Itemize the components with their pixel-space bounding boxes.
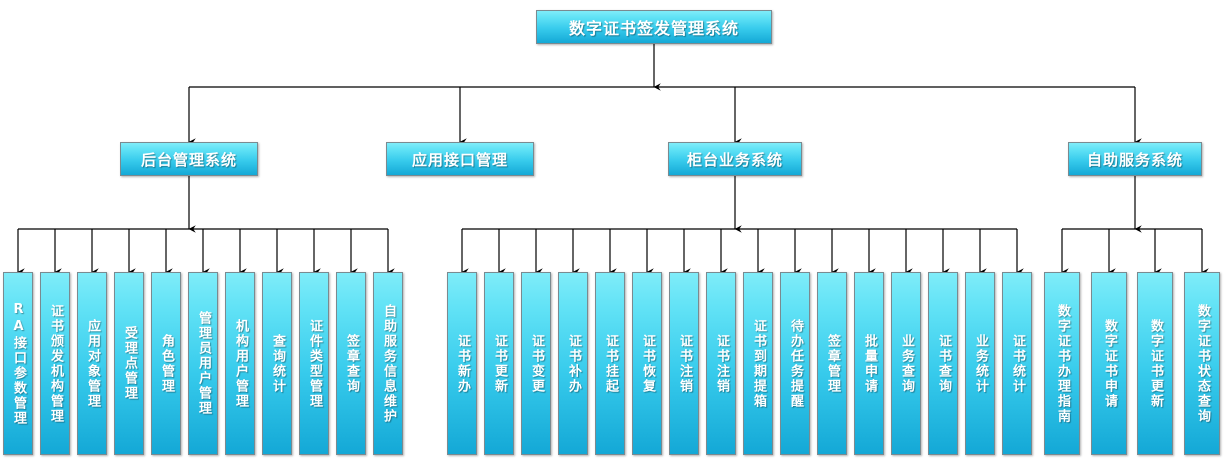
- leaf-node-backend-2-label: 应用对象管理: [85, 318, 100, 409]
- leaf-node-counter-14[interactable]: 业务统计: [965, 272, 995, 455]
- leaf-node-counter-9-label: 待办任务提醒: [788, 318, 803, 409]
- leaf-node-backend-1[interactable]: 证书颁发机构管理: [40, 272, 70, 455]
- leaf-node-selfservice-3-label: 数字证书状态查询: [1195, 303, 1210, 424]
- leaf-node-counter-0-label: 证书新办: [455, 333, 470, 394]
- leaf-node-counter-12[interactable]: 业务查询: [891, 272, 921, 455]
- leaf-node-backend-1-label: 证书颁发机构管理: [48, 303, 63, 424]
- leaf-node-backend-7[interactable]: 查询统计: [262, 272, 292, 455]
- branch-node-api-label: 应用接口管理: [411, 150, 508, 169]
- root-node-label: 数字证书签发管理系统: [568, 19, 739, 38]
- leaf-node-backend-9[interactable]: 签章查询: [336, 272, 366, 455]
- leaf-node-backend-4-label: 角色管理: [159, 333, 174, 394]
- leaf-node-selfservice-1-label: 数字证书申请: [1102, 318, 1117, 409]
- leaf-node-counter-13-label: 证书查询: [936, 333, 951, 394]
- leaf-node-counter-8-label: 证书到期提箱: [751, 318, 766, 409]
- leaf-node-backend-7-label: 查询统计: [270, 333, 285, 394]
- leaf-node-counter-3-label: 证书补办: [566, 333, 581, 394]
- leaf-node-backend-8[interactable]: 证件类型管理: [299, 272, 329, 455]
- branch-node-selfservice[interactable]: 自助服务系统: [1068, 142, 1202, 176]
- leaf-node-backend-5[interactable]: 管理员用户管理: [188, 272, 218, 455]
- leaf-node-backend-3[interactable]: 受理点管理: [114, 272, 144, 455]
- leaf-node-counter-9[interactable]: 待办任务提醒: [780, 272, 810, 455]
- branch-node-counter-label: 柜台业务系统: [686, 150, 783, 169]
- leaf-node-backend-10[interactable]: 自助服务信息维护: [373, 272, 403, 455]
- leaf-node-backend-8-label: 证件类型管理: [307, 318, 322, 409]
- leaf-node-counter-7-label: 证书注销: [714, 333, 729, 394]
- leaf-node-counter-3[interactable]: 证书补办: [558, 272, 588, 455]
- leaf-node-counter-10[interactable]: 签章管理: [817, 272, 847, 455]
- leaf-node-counter-6-label: 证书注销: [677, 333, 692, 394]
- leaf-node-selfservice-3[interactable]: 数字证书状态查询: [1184, 272, 1220, 455]
- leaf-node-backend-9-label: 签章查询: [344, 333, 359, 394]
- leaf-node-selfservice-0-label: 数字证书办理指南: [1055, 303, 1070, 424]
- leaf-node-counter-5[interactable]: 证书恢复: [632, 272, 662, 455]
- leaf-node-backend-4[interactable]: 角色管理: [151, 272, 181, 455]
- leaf-node-counter-11-label: 批量申请: [862, 333, 877, 394]
- leaf-node-selfservice-2-label: 数字证书更新: [1148, 318, 1163, 409]
- leaf-node-selfservice-1[interactable]: 数字证书申请: [1091, 272, 1127, 455]
- leaf-node-counter-2-label: 证书变更: [529, 333, 544, 394]
- leaf-node-counter-1[interactable]: 证书更新: [484, 272, 514, 455]
- leaf-node-counter-12-label: 业务查询: [899, 333, 914, 394]
- leaf-node-counter-4-label: 证书挂起: [603, 333, 618, 394]
- leaf-node-counter-2[interactable]: 证书变更: [521, 272, 551, 455]
- leaf-node-counter-8[interactable]: 证书到期提箱: [743, 272, 773, 455]
- leaf-node-counter-14-label: 业务统计: [973, 333, 988, 394]
- leaf-node-backend-2[interactable]: 应用对象管理: [77, 272, 107, 455]
- leaf-node-backend-0[interactable]: RA接口参数管理: [3, 272, 33, 455]
- leaf-node-backend-6-label: 机构用户管理: [233, 318, 248, 409]
- leaf-node-counter-4[interactable]: 证书挂起: [595, 272, 625, 455]
- leaf-node-selfservice-0[interactable]: 数字证书办理指南: [1044, 272, 1080, 455]
- leaf-node-counter-11[interactable]: 批量申请: [854, 272, 884, 455]
- leaf-node-counter-6[interactable]: 证书注销: [669, 272, 699, 455]
- leaf-node-backend-6[interactable]: 机构用户管理: [225, 272, 255, 455]
- leaf-node-counter-7[interactable]: 证书注销: [706, 272, 736, 455]
- leaf-node-counter-5-label: 证书恢复: [640, 333, 655, 394]
- branch-node-backend[interactable]: 后台管理系统: [120, 142, 258, 176]
- leaf-node-selfservice-2[interactable]: 数字证书更新: [1137, 272, 1173, 455]
- branch-node-selfservice-label: 自助服务系统: [1086, 150, 1183, 169]
- branch-node-counter[interactable]: 柜台业务系统: [668, 142, 802, 176]
- leaf-node-counter-10-label: 签章管理: [825, 333, 840, 394]
- leaf-node-counter-1-label: 证书更新: [492, 333, 507, 394]
- leaf-node-backend-0-label: RA接口参数管理: [11, 301, 26, 426]
- branch-node-backend-label: 后台管理系统: [140, 150, 237, 169]
- root-node[interactable]: 数字证书签发管理系统: [536, 10, 772, 44]
- leaf-node-counter-15[interactable]: 证书统计: [1002, 272, 1032, 455]
- branch-node-api[interactable]: 应用接口管理: [386, 142, 534, 176]
- leaf-node-counter-13[interactable]: 证书查询: [928, 272, 958, 455]
- leaf-node-counter-15-label: 证书统计: [1010, 333, 1025, 394]
- leaf-node-backend-10-label: 自助服务信息维护: [381, 303, 396, 424]
- leaf-node-counter-0[interactable]: 证书新办: [447, 272, 477, 455]
- leaf-node-backend-3-label: 受理点管理: [122, 326, 137, 401]
- leaf-node-backend-5-label: 管理员用户管理: [196, 311, 211, 416]
